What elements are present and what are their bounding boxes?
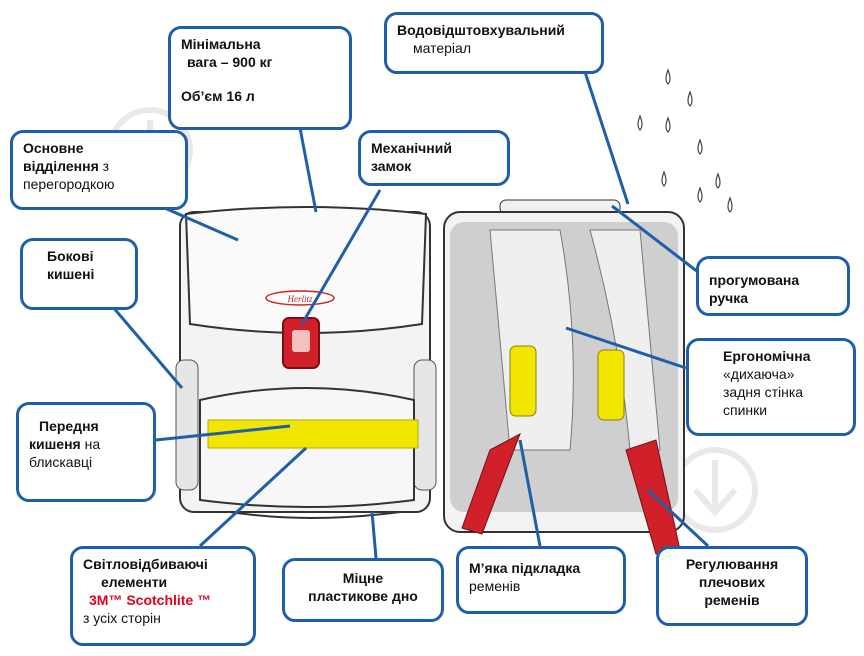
callout-plastic-bottom: Міцне пластикове дно: [282, 558, 444, 622]
callout-mechanical-lock: Механічний замок: [358, 130, 510, 186]
bottom-line-2: пластикове дно: [308, 588, 418, 604]
waterproof-title: Водовідштовхувальний: [397, 22, 565, 38]
straps-line-2: плечових: [698, 574, 766, 590]
back-line-1: Ергономічна: [723, 348, 811, 364]
main-title-2: відділення: [23, 158, 99, 174]
side-line-1: Бокові: [47, 248, 94, 264]
straps-line-1: Регулювання: [685, 556, 779, 572]
straps-line-3: ременів: [704, 592, 760, 608]
lock-line-1: Механічний: [371, 140, 452, 156]
waterproof-text: матеріал: [413, 40, 471, 56]
front-text-2: на: [80, 436, 101, 452]
reflect-line-2: елементи: [101, 574, 168, 590]
side-line-2: кишені: [47, 266, 95, 282]
callout-main-compartment: Основне відділення з перегородкою: [10, 130, 188, 210]
callout-ergonomic-back: Ергономічна «дихаюча» задня стінка спинк…: [686, 338, 856, 436]
front-line-1: Передня: [39, 418, 99, 434]
lock-line-2: замок: [371, 158, 412, 174]
padding-line-1: М’яка підкладка: [469, 560, 581, 576]
weight-line-2: вага – 900 кг: [187, 54, 273, 70]
back-line-4: спинки: [723, 402, 768, 418]
callout-reflective-elements: Світловідбиваючі елементи 3M™ Scotchlite…: [70, 546, 256, 646]
connector-lines: [110, 71, 710, 559]
water-drops: [637, 68, 733, 213]
main-text-2: перегородкою: [23, 176, 115, 192]
padding-line-2: ременів: [469, 578, 521, 594]
reflect-line-3: 3M™ Scotchlite ™: [89, 592, 212, 608]
weight-line-1: Мінімальна: [181, 36, 261, 52]
callout-side-pockets: Бокові кишені: [20, 238, 138, 310]
bottom-line-1: Міцне: [342, 570, 384, 586]
callout-waterproof: Водовідштовхувальний матеріал: [384, 12, 604, 74]
reflect-line-1: Світловідбиваючі: [83, 556, 208, 572]
callout-strap-adjustment: Регулювання плечових ременів: [656, 546, 808, 626]
handle-line-1: прогумована: [709, 272, 800, 288]
back-line-3: задня стінка: [723, 384, 804, 400]
svg-text:Herlitz: Herlitz: [286, 294, 312, 304]
front-text-3: блискавці: [29, 454, 93, 470]
callout-front-pocket: Передня кишеня на блискавці: [16, 402, 156, 502]
callout-rubber-handle: прогумована ручка: [696, 256, 850, 316]
watermark-download-icon-2: [672, 447, 758, 533]
back-line-2: «дихаюча»: [723, 366, 795, 382]
volume-line: Об’єм 16 л: [181, 88, 255, 104]
backpack-back: [443, 199, 685, 555]
callout-soft-padding: М’яка підкладка ременів: [456, 546, 626, 614]
main-text-1: з: [98, 158, 110, 174]
handle-line-2: ручка: [709, 290, 749, 306]
front-line-2: кишеня: [29, 436, 81, 452]
callout-weight-volume: Мінімальна вага – 900 кг Об’єм 16 л: [168, 26, 352, 130]
main-title-1: Основне: [23, 140, 84, 156]
backpack-front: Herlitz: [175, 206, 437, 519]
reflect-line-4: з усіх сторін: [83, 610, 161, 626]
